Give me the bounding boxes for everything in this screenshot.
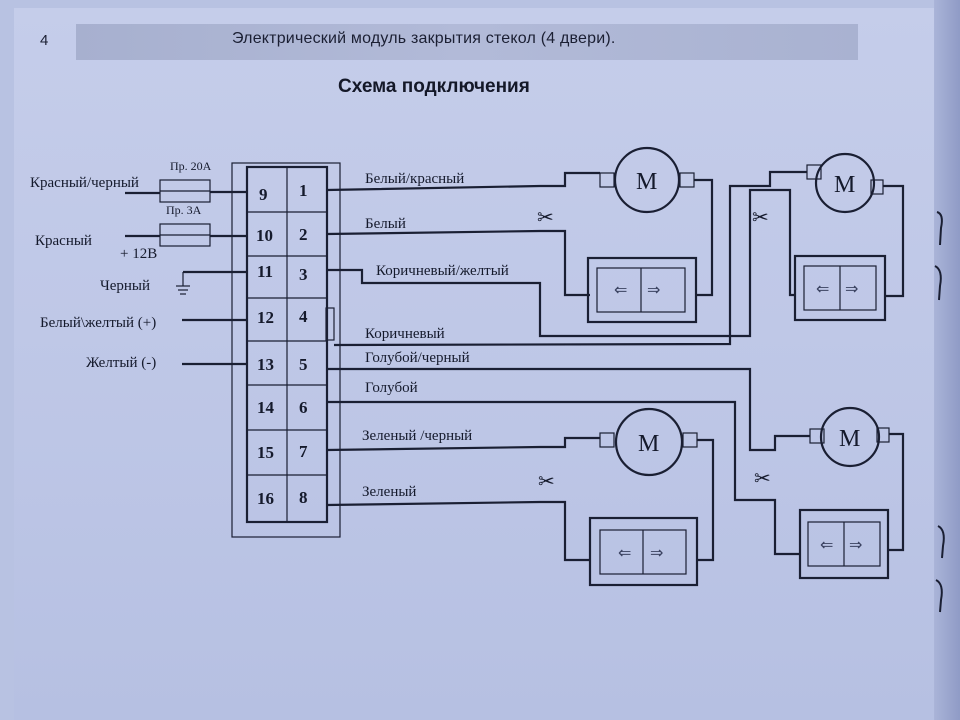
window-switch xyxy=(588,516,699,587)
wire-green-black xyxy=(326,436,600,452)
scissors-icon: ✂ xyxy=(538,471,555,493)
ground-icon xyxy=(176,272,190,295)
label-blue: Голубой xyxy=(365,380,418,396)
label-blue-black: Голубой/черный xyxy=(365,350,470,366)
arrow-left-icon: ⇐ xyxy=(820,535,833,554)
motor-icon xyxy=(613,146,681,214)
motor-terminal xyxy=(599,432,615,448)
motor-terminal xyxy=(679,172,695,188)
door-1-assembly: M ⇐ ⇒ ✂ xyxy=(537,146,714,324)
window-switch xyxy=(586,256,698,324)
door-4-assembly: M ⇐ ⇒ ✂ xyxy=(754,406,905,580)
label-white: Белый xyxy=(365,216,406,232)
diagram-title: Схема подключения xyxy=(338,76,530,97)
label-fuse-3a: Пр. 3А xyxy=(166,203,202,217)
pin-3: 3 xyxy=(299,265,308,284)
label-white-red: Белый/красный xyxy=(365,171,464,187)
label-white-yellow: Белый\желтый (+) xyxy=(40,315,156,331)
label-yellow: Желтый (-) xyxy=(86,355,156,371)
pin-9: 9 xyxy=(259,185,268,204)
connector-latch xyxy=(325,307,335,341)
label-fuse-20a: Пр. 20А xyxy=(170,159,212,173)
arrow-right-icon: ⇒ xyxy=(647,280,660,299)
label-green: Зеленый xyxy=(362,484,416,500)
motor-icon xyxy=(819,406,881,468)
pin-2: 2 xyxy=(299,225,308,244)
pin-15: 15 xyxy=(257,443,274,462)
wire-white-red xyxy=(326,171,600,192)
arrow-right-icon: ⇒ xyxy=(849,535,862,554)
pin-6: 6 xyxy=(299,398,308,417)
wire-white xyxy=(326,229,590,297)
label-red: Красный xyxy=(35,233,92,249)
wire-brown-yellow xyxy=(327,188,795,338)
motor-terminal xyxy=(682,432,698,448)
scissors-icon: ✂ xyxy=(537,207,554,229)
door-2-assembly: M ⇐ ⇒ ✂ xyxy=(752,152,905,322)
arrow-left-icon: ⇐ xyxy=(614,280,627,299)
label-brown-yellow: Коричневый/желтый xyxy=(376,263,509,279)
pin-12: 12 xyxy=(257,308,274,327)
header-title: Электрический модуль закрытия стекол (4 … xyxy=(232,30,616,47)
pin-7: 7 xyxy=(299,442,308,461)
output-wires: Белый/красный Белый Коричневый/желтый Ко… xyxy=(326,170,810,562)
arrow-left-icon: ⇐ xyxy=(618,543,631,562)
motor-terminal xyxy=(809,428,825,444)
label-brown: Коричневый xyxy=(365,326,445,342)
label-black: Черный xyxy=(100,278,150,294)
manual-page xyxy=(14,8,948,720)
scissors-icon: ✂ xyxy=(752,207,769,229)
label-red-black: Красный/черный xyxy=(30,175,139,191)
motor-icon xyxy=(814,152,876,214)
pin-11: 11 xyxy=(257,262,273,281)
wire-blue xyxy=(327,400,800,556)
page-number: 4 xyxy=(40,32,49,49)
wire-brown xyxy=(333,170,807,347)
motor-icon xyxy=(614,407,684,477)
pin-5: 5 xyxy=(299,355,308,374)
motor-label: M xyxy=(636,169,657,195)
motor-label: M xyxy=(638,431,659,457)
motor-label: M xyxy=(839,426,860,452)
motor-label: M xyxy=(834,172,855,198)
motor-terminal xyxy=(806,164,822,180)
pin-16: 16 xyxy=(257,489,274,508)
pin-4: 4 xyxy=(299,307,308,326)
wire-blue-black xyxy=(327,367,810,452)
motor-terminal xyxy=(599,172,615,188)
arrow-right-icon: ⇒ xyxy=(650,543,663,562)
header-bar xyxy=(76,24,858,60)
window-switch xyxy=(798,508,890,580)
pin-8: 8 xyxy=(299,488,308,507)
page-edge xyxy=(934,0,960,720)
pin-1: 1 xyxy=(299,181,308,200)
door-3-assembly: M ⇐ ⇒ ✂ xyxy=(538,407,715,587)
arrow-right-icon: ⇒ xyxy=(845,279,858,298)
pin-10: 10 xyxy=(256,226,273,245)
window-switch xyxy=(793,254,887,322)
label-plus-12v: + 12В xyxy=(120,246,157,262)
wire-green xyxy=(326,500,590,562)
arrow-left-icon: ⇐ xyxy=(816,279,829,298)
input-wires: Красный/черный Пр. 20А Красный + 12В Пр.… xyxy=(30,159,247,371)
pin-14: 14 xyxy=(257,398,275,417)
pin-13: 13 xyxy=(257,355,274,374)
scissors-icon: ✂ xyxy=(754,468,771,490)
binding-staples xyxy=(934,211,945,613)
label-green-black: Зеленый /черный xyxy=(362,428,472,444)
connector-outer-frame xyxy=(231,162,341,538)
connector-block xyxy=(231,162,341,538)
